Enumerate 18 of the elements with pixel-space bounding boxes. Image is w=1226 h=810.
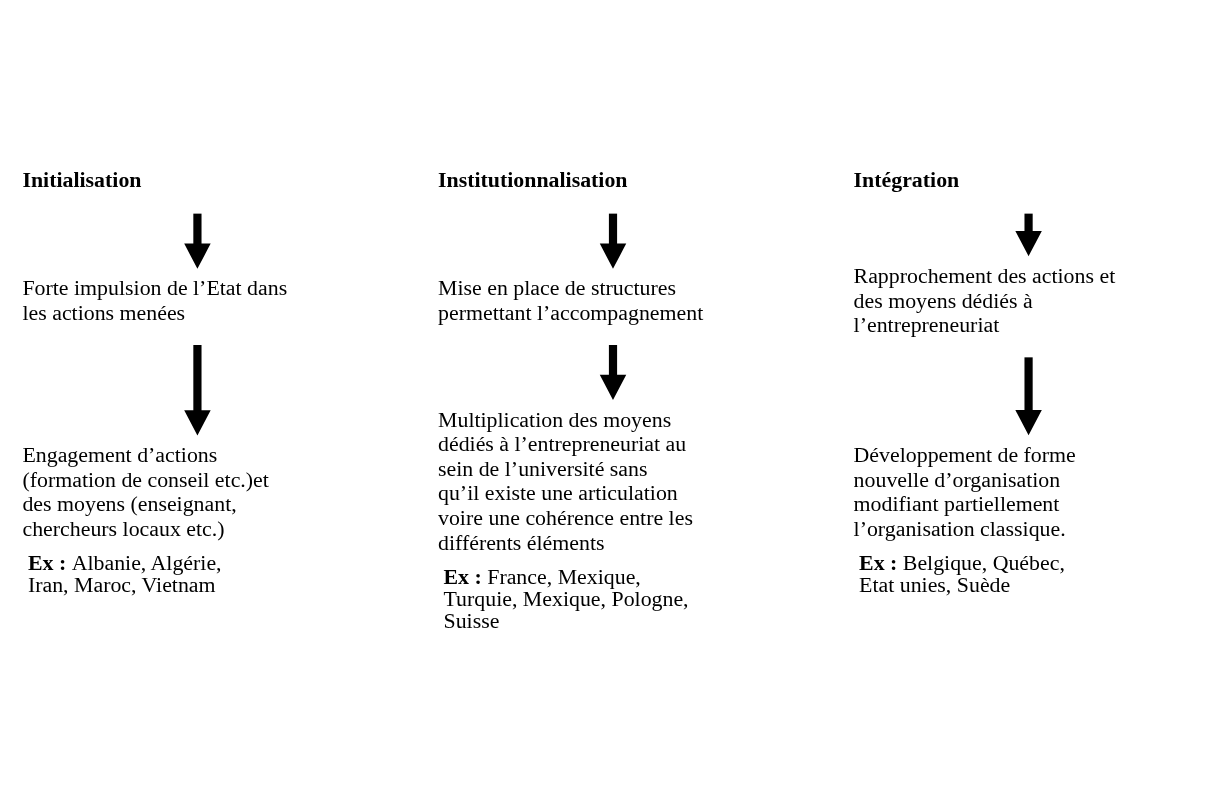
node-label: Ex : France, Mexique, Turquie, Mexique, Pologne, Suisse [443,564,689,633]
arrow [1015,213,1042,257]
arrow [184,344,211,436]
arrow [184,213,211,269]
node-text: Engagement d’actions (formation de conseil etc.)et des moyens (enseignant, chercheurs locaux etc.) [22,443,269,541]
node-text: Forte impulsion de l’Etat dans les actions menées [22,276,288,325]
node-text: Multiplication des moyens dédiés à l’entrepreneuriat au sein de l’université sans qu’il existe une articulation voire une cohérence entre les différents éléments [438,407,693,555]
node-text: Intégration [853,168,960,193]
node-text: Mise en place de structures permettant l’accompagnement [438,276,704,325]
node-text: Institutionnalisation [438,168,628,193]
node-label: Ex : Albanie, Algérie, Iran, Maroc, Vietnam [27,551,222,598]
node-text: Rapprochement des actions et des moyens dédiés à l’entrepreneuriat [853,264,1116,338]
arrow [1015,357,1042,436]
node-text: Développement de forme nouvelle d’organisation modifiant partiellement l’organisation classique. [853,443,1076,541]
node-label: Ex : Belgique, Québec, Etat unies, Suède [859,551,1065,598]
node-text: Initialisation [22,168,142,193]
arrow [599,344,627,401]
arrow [599,213,627,269]
